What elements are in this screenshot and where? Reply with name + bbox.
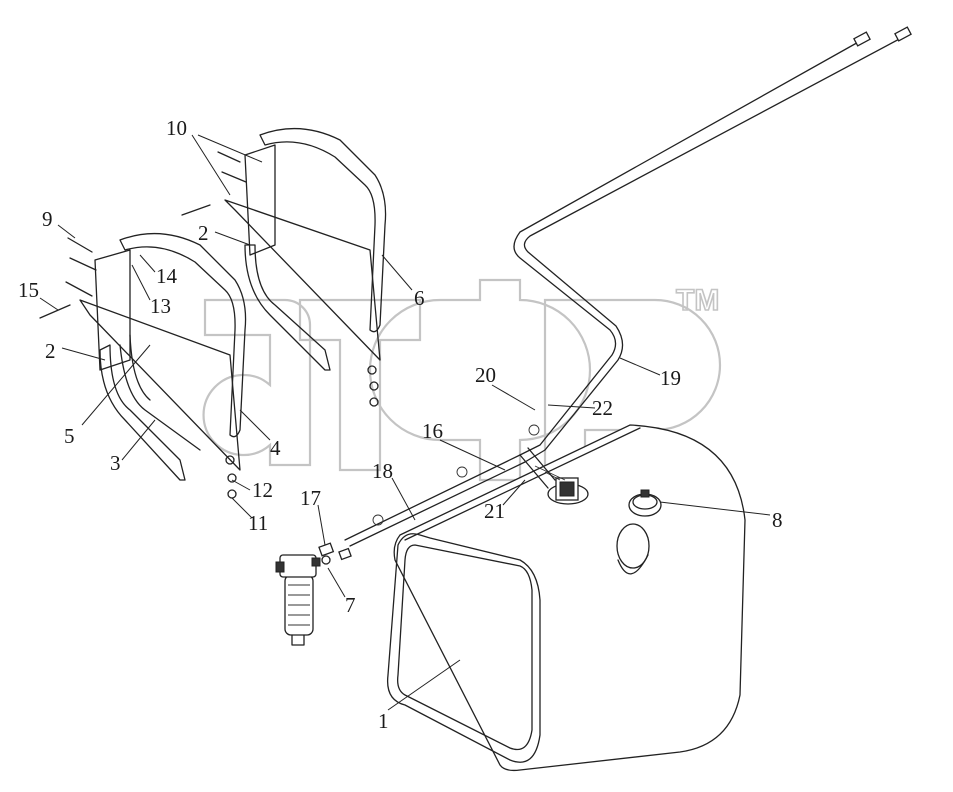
callout-15: 15 [18, 278, 39, 302]
callout-19: 19 [660, 366, 681, 390]
watermark-letter-t [298, 298, 422, 472]
fuel-lines [344, 26, 912, 547]
callout-8: 8 [772, 508, 783, 532]
callout-4: 4 [270, 436, 281, 460]
watermark-letter-a [202, 298, 312, 467]
watermark-tm: TM [676, 284, 719, 317]
fittings [318, 542, 352, 565]
callout-2-right: 2 [198, 221, 209, 245]
callout-13: 13 [150, 294, 171, 318]
callout-1: 1 [378, 709, 389, 733]
callout-16: 16 [422, 419, 443, 443]
callout-7: 7 [345, 593, 356, 617]
bracket-left [79, 232, 247, 499]
watermark: TM [202, 278, 722, 482]
callout-18: 18 [372, 459, 393, 483]
callout-14: 14 [156, 264, 178, 288]
filler-cap [628, 489, 662, 517]
callout-11: 11 [248, 511, 268, 535]
callout-22: 22 [592, 396, 613, 420]
callout-12: 12 [252, 478, 273, 502]
callout-6: 6 [414, 286, 425, 310]
callout-9: 9 [42, 207, 53, 231]
callout-21: 21 [484, 499, 505, 523]
callout-5: 5 [64, 424, 75, 448]
fuel-tank [386, 424, 746, 772]
watermark-letter-f [368, 278, 592, 482]
callout-10: 10 [166, 116, 187, 140]
bolts [39, 151, 247, 319]
callout-2-left: 2 [45, 339, 56, 363]
callout-20: 20 [475, 363, 496, 387]
callout-17: 17 [300, 486, 321, 510]
leader-lines [39, 134, 771, 711]
fuel-filter [275, 554, 321, 646]
sender-unit [534, 465, 579, 501]
bracket-right [224, 127, 387, 407]
callout-numbers: 1 2 2 3 4 5 6 7 8 9 10 11 12 13 14 15 16… [18, 116, 783, 733]
callout-3: 3 [110, 451, 121, 475]
